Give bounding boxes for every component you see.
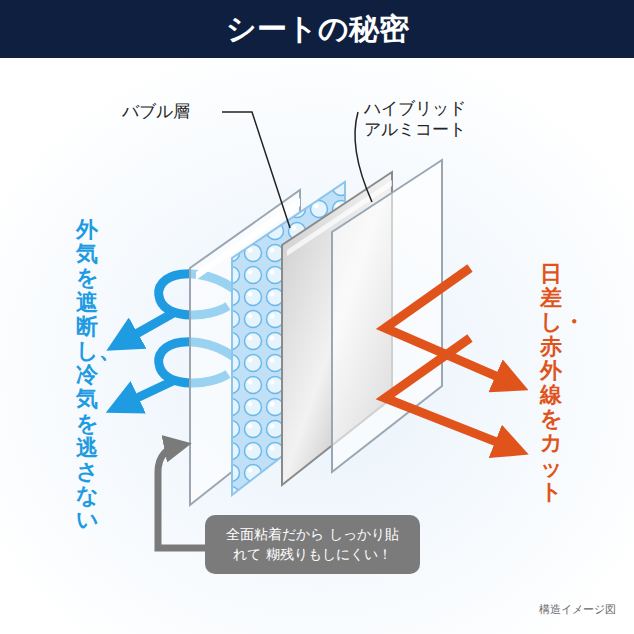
callout-box: 全面粘着だから しっかり貼れて 糊残りもしにくい！	[205, 515, 420, 574]
layer-label: ハイブリッド アルミコート	[364, 98, 484, 141]
vertical-caption: 日差し・赤外線をカット	[540, 262, 562, 504]
image-note: 構造イメージ図	[539, 602, 616, 617]
vertical-caption: 外気を遮断し、冷気を逃さない	[76, 218, 98, 532]
title: シートの秘密	[0, 0, 634, 58]
callout-text: 全面粘着だから しっかり貼れて 糊残りもしにくい！	[223, 524, 403, 565]
layer-label: バブル層	[122, 100, 190, 123]
